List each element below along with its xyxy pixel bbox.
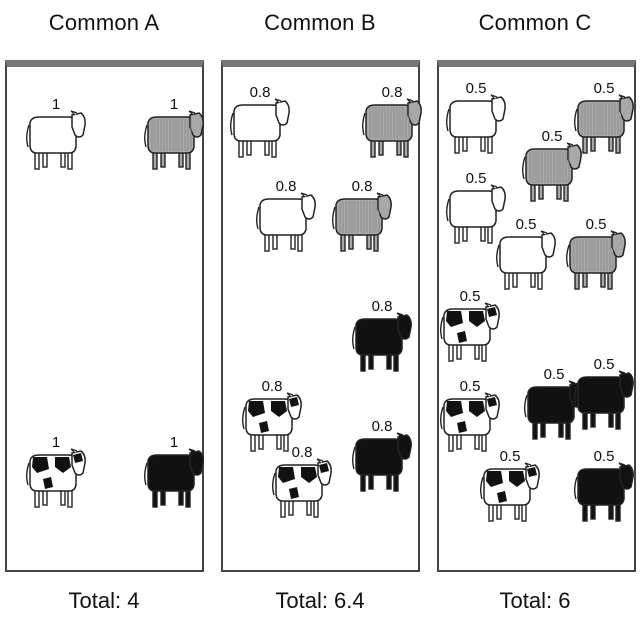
cow-value-label: 0.8 <box>291 444 313 461</box>
spotted-cow-icon: 1 <box>25 435 87 511</box>
cow-value-label: 0.5 <box>593 448 615 465</box>
white-cow-icon: 0.5 <box>495 217 557 293</box>
common-a-title: Common A <box>48 10 160 35</box>
common-c-title: Common C <box>478 10 592 35</box>
spotted-cow-icon: 0.5 <box>479 449 541 525</box>
spotted-cow-icon: 0.8 <box>241 379 303 455</box>
gray-cow-icon: 1 <box>143 97 205 173</box>
cow-value-label: 0.5 <box>543 366 565 383</box>
common-a-panel: 1 1 1 1 <box>5 60 204 572</box>
cow-value-label: 0.8 <box>371 298 393 315</box>
gray-cow-icon: 0.5 <box>573 81 635 157</box>
cow-value-label: 0.5 <box>541 128 563 145</box>
common-c-total: Total: 6 <box>499 588 571 613</box>
cow-value-label: 0.8 <box>275 178 297 195</box>
cow-value-label: 0.5 <box>593 356 615 373</box>
cow-value-label: 0.5 <box>593 80 615 97</box>
cow-value-label: 0.5 <box>465 80 487 97</box>
common-b-total: Total: 6.4 <box>275 588 365 613</box>
black-cow-icon: 0.8 <box>351 299 413 375</box>
black-cow-icon: 0.8 <box>351 419 413 495</box>
gray-cow-icon: 0.8 <box>361 85 423 161</box>
white-cow-icon: 0.8 <box>229 85 291 161</box>
gray-cow-icon: 0.8 <box>331 179 393 255</box>
black-cow-icon: 1 <box>143 435 205 511</box>
cow-value-label: 1 <box>51 434 61 451</box>
white-cow-icon: 0.5 <box>445 171 507 247</box>
cow-value-label: 1 <box>169 434 179 451</box>
spotted-cow-icon: 0.5 <box>439 379 501 455</box>
cow-value-label: 0.5 <box>465 170 487 187</box>
cow-value-label: 1 <box>51 96 61 113</box>
gray-cow-icon: 0.5 <box>565 217 627 293</box>
common-c-panel: 0.5 0.5 0.5 0.5 0.5 0.5 0.5 0.5 0.5 0.5 0.5 0.5 <box>437 60 636 572</box>
cow-value-label: 0.5 <box>459 288 481 305</box>
spotted-cow-icon: 0.5 <box>439 289 501 365</box>
common-a-total: Total: 4 <box>68 588 140 613</box>
cow-value-label: 0.5 <box>585 216 607 233</box>
common-b-title: Common B <box>264 10 376 35</box>
white-cow-icon: 0.8 <box>255 179 317 255</box>
gray-cow-icon: 0.5 <box>521 129 583 205</box>
cow-value-label: 0.8 <box>381 84 403 101</box>
cow-value-label: 1 <box>169 96 179 113</box>
cow-value-label: 0.8 <box>351 178 373 195</box>
black-cow-icon: 0.5 <box>573 449 635 525</box>
cow-value-label: 0.5 <box>459 378 481 395</box>
black-cow-icon: 0.5 <box>573 357 635 433</box>
white-cow-icon: 1 <box>25 97 87 173</box>
cow-value-label: 0.8 <box>371 418 393 435</box>
cow-value-label: 0.5 <box>499 448 521 465</box>
cow-value-label: 0.5 <box>515 216 537 233</box>
common-b-panel: 0.8 0.8 0.8 0.8 0.8 0.8 0.8 0.8 <box>221 60 423 572</box>
spotted-cow-icon: 0.8 <box>271 445 333 521</box>
white-cow-icon: 0.5 <box>445 81 507 157</box>
cow-value-label: 0.8 <box>249 84 271 101</box>
cow-value-label: 0.8 <box>261 378 283 395</box>
